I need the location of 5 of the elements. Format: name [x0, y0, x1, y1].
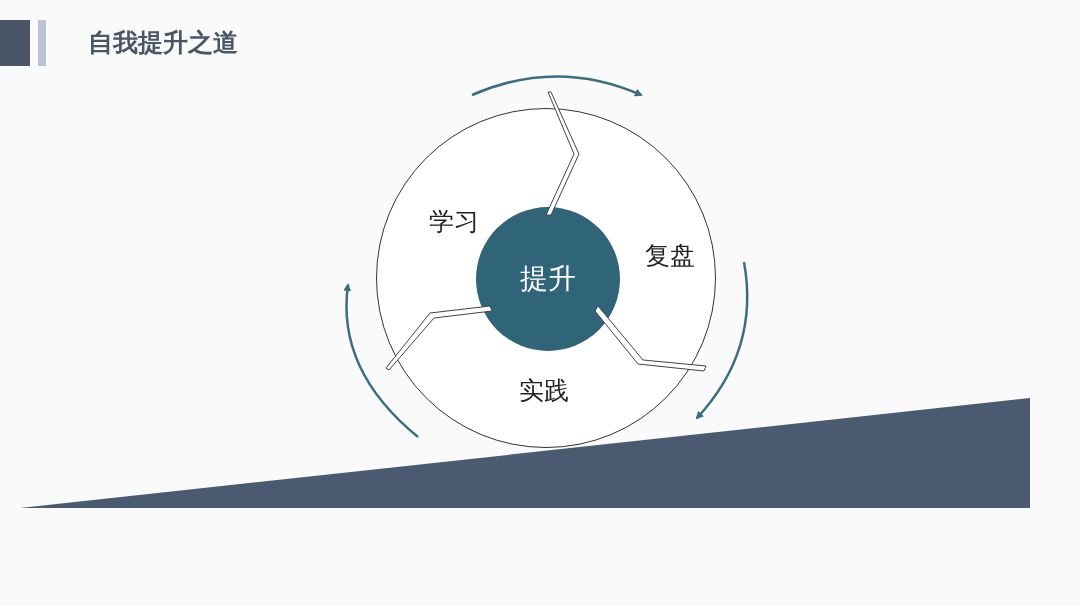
sector-label: 学习 [429, 205, 479, 238]
sector-label: 复盘 [645, 239, 695, 272]
title: 自我提升之道 [88, 27, 238, 59]
sector-label: 实践 [519, 374, 569, 407]
node-text: 提升 [520, 261, 576, 297]
